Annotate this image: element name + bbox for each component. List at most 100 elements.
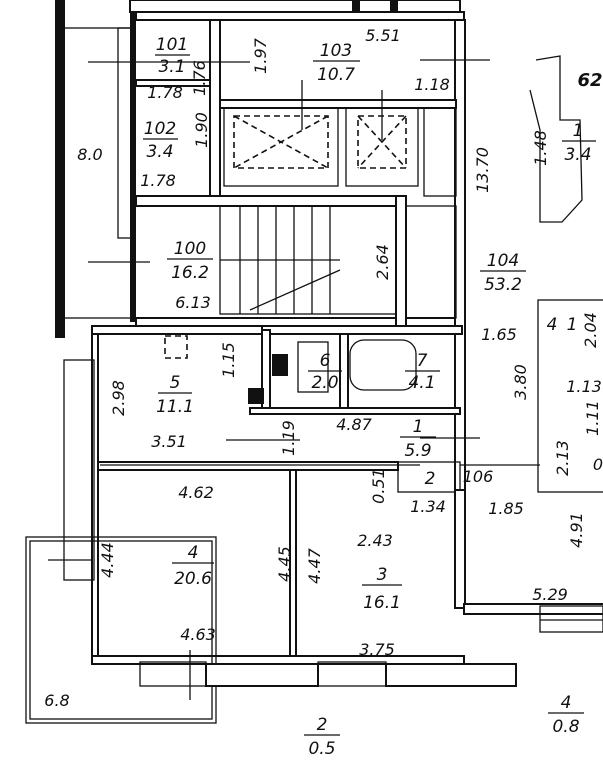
svg-text:2.0: 2.0 — [311, 373, 338, 393]
wall — [209, 19, 221, 197]
dimension-label: 2.04 — [581, 312, 600, 348]
wall — [135, 195, 407, 207]
dimension-label: 1.78 — [140, 171, 176, 190]
wall — [454, 489, 466, 609]
svg-text:4: 4 — [547, 315, 558, 335]
svg-text:1: 1 — [573, 121, 584, 141]
dimension-label: 1.97 — [251, 37, 270, 73]
svg-text:3.1: 3.1 — [158, 57, 185, 77]
svg-text:100: 100 — [174, 239, 206, 259]
dimension-label: 62 — [577, 70, 602, 91]
svg-text:0.5: 0.5 — [308, 739, 335, 759]
wall-bottom — [205, 663, 319, 687]
svg-text:4: 4 — [188, 543, 199, 563]
wall — [135, 11, 465, 21]
svg-text:4: 4 — [561, 693, 572, 713]
dimension-label: 1.15 — [219, 342, 238, 378]
dimension-label: 4.87 — [336, 415, 372, 434]
dimension-label: 4.45 — [275, 546, 294, 582]
svg-text:6: 6 — [320, 351, 331, 371]
dimension-label: 4.91 — [567, 512, 586, 548]
room-label-4: 4 20.6 — [172, 543, 214, 589]
svg-text:2: 2 — [317, 715, 328, 735]
right-top-wall — [529, 55, 583, 223]
window-column — [61, 27, 135, 319]
balcony-label-2: 2 0.5 — [304, 715, 340, 759]
svg-text:5: 5 — [170, 373, 181, 393]
shaft-grid — [272, 354, 288, 376]
dimension-label: 2.13 — [553, 440, 572, 476]
window-bottom — [139, 661, 207, 687]
room-label-100: 100 16.2 — [167, 239, 213, 283]
svg-text:3.4: 3.4 — [564, 145, 591, 165]
elevator-cross — [357, 115, 407, 169]
dimension-label: 4.63 — [180, 625, 216, 644]
wall — [219, 99, 457, 109]
vent-shaft — [423, 107, 457, 197]
dimension-label: 4.62 — [178, 483, 214, 502]
stair-arrow — [249, 269, 341, 311]
dimension-label: 1.65 — [481, 325, 517, 344]
dimension-label: 13.70 — [473, 147, 492, 193]
wall — [261, 325, 463, 335]
window-column-inner — [117, 27, 133, 239]
svg-text:53.2: 53.2 — [484, 275, 522, 295]
svg-text:0.8: 0.8 — [552, 717, 579, 737]
svg-text:1: 1 — [567, 315, 578, 335]
room-label-3: 3 16.1 — [362, 565, 402, 613]
dimension-label: 4.47 — [305, 547, 324, 583]
window-right — [539, 605, 603, 633]
shaft-grid — [248, 388, 264, 404]
wall — [537, 299, 603, 493]
svg-text:10.7: 10.7 — [317, 65, 355, 85]
dimension-label: 1.13 — [566, 377, 602, 396]
wall — [397, 461, 461, 493]
bathtub — [349, 339, 417, 391]
svg-text:20.6: 20.6 — [174, 569, 212, 589]
svg-text:102: 102 — [144, 119, 176, 139]
room-label-right-1: 1 3.4 — [562, 121, 596, 165]
room-label-104: 104 53.2 — [480, 251, 526, 295]
exterior-wall-left — [55, 0, 65, 338]
svg-text:1: 1 — [413, 417, 424, 437]
svg-text:4.1: 4.1 — [408, 373, 435, 393]
room-label-right-4: 4 1 — [547, 315, 578, 335]
svg-text:16.2: 16.2 — [171, 263, 209, 283]
svg-text:16.1: 16.1 — [363, 593, 401, 613]
room-label-101: 101 3.1 — [155, 35, 190, 77]
dimension-label: 0.51 — [369, 468, 388, 504]
window-left — [63, 359, 95, 581]
dimension-label: 106 — [463, 467, 494, 486]
window-bottom — [317, 661, 387, 687]
wall — [339, 333, 349, 411]
wall — [97, 461, 399, 471]
room-label-103: 103 10.7 — [313, 41, 360, 85]
dimension-label: 5.29 — [532, 585, 568, 604]
dimension-label: 8.0 — [77, 145, 102, 164]
dimension-label: 2.98 — [109, 380, 128, 416]
svg-text:101: 101 — [156, 35, 188, 55]
wall — [463, 603, 603, 615]
wall — [91, 325, 263, 335]
top-dark-band — [352, 0, 360, 12]
dimension-label: 1.11 — [583, 400, 602, 436]
dimension-label: 1.90 — [192, 112, 211, 148]
top-dark-band — [390, 0, 398, 12]
dimension-label: 1.18 — [414, 75, 450, 94]
dimension-label: 2.64 — [373, 244, 392, 280]
left-wall-block — [130, 12, 136, 322]
dimension-label: 4.44 — [98, 542, 117, 578]
room-label-1: 1 5.9 — [400, 417, 436, 461]
dimension-label: 1.78 — [147, 83, 183, 102]
dimension-label: 1.85 — [488, 499, 524, 518]
wall — [91, 655, 465, 665]
room-label-5: 5 11.1 — [156, 373, 194, 417]
balcony-label-4: 4 0.8 — [548, 693, 584, 737]
dimension-label: 3.51 — [151, 432, 187, 451]
svg-text:104: 104 — [487, 251, 519, 271]
toilet — [297, 341, 329, 393]
balcony — [25, 536, 217, 724]
wall — [395, 195, 407, 327]
sink — [164, 335, 188, 359]
